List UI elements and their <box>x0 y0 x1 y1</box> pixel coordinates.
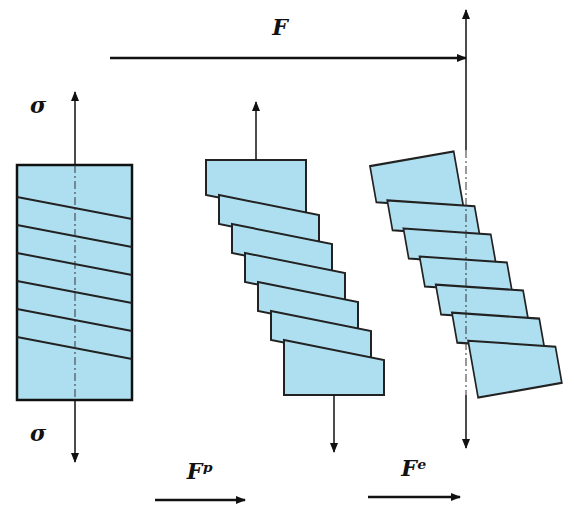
stress-arrow <box>465 10 467 150</box>
elastic-part-label: Fᵉ <box>401 455 426 481</box>
deformation-gradient-label: F <box>272 14 288 40</box>
f-arrow <box>110 57 466 60</box>
axis-line <box>466 150 467 395</box>
fe-arrow <box>368 496 460 499</box>
stress-arrow <box>465 395 467 448</box>
stress-arrow <box>333 395 335 452</box>
plastic-block <box>206 160 384 395</box>
reference-block <box>17 92 132 462</box>
stress-label: σ <box>30 92 46 118</box>
stress-label: σ <box>30 420 46 446</box>
elastic-block <box>370 140 562 409</box>
fp-arrow <box>155 499 245 502</box>
plastic-part-label: Fᵖ <box>187 458 214 484</box>
stress-arrow <box>255 102 257 160</box>
